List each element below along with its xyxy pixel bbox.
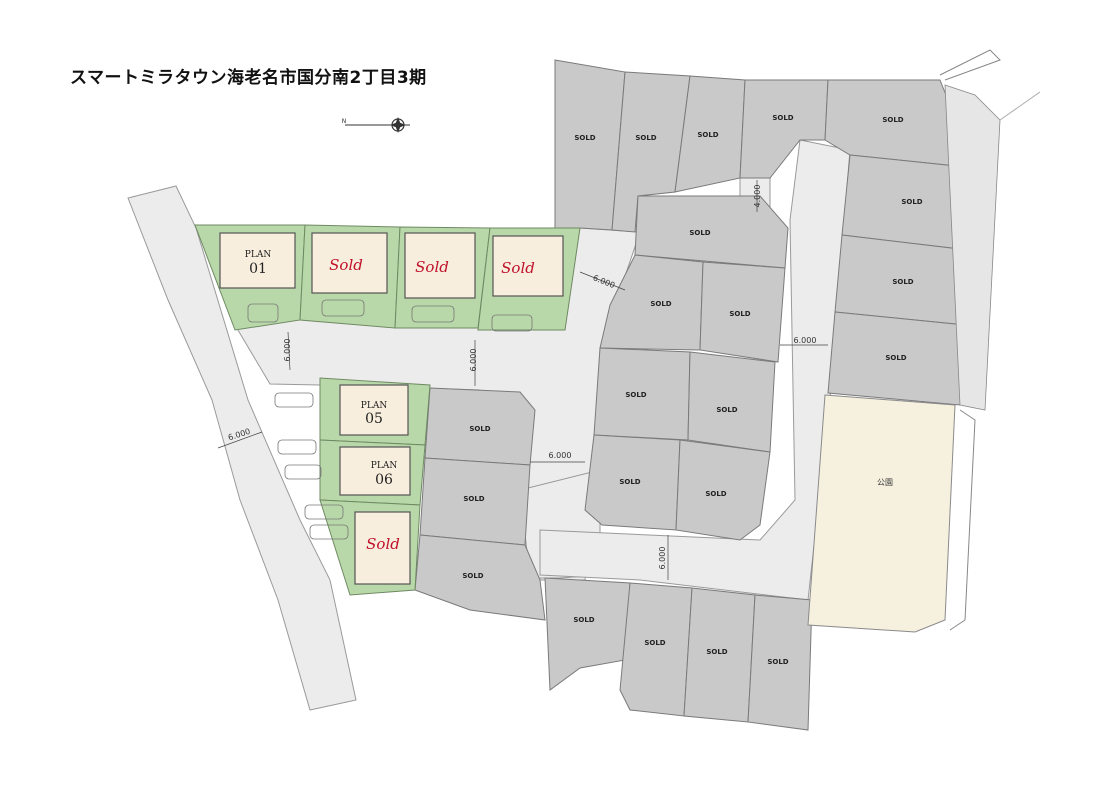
sold-label: SOLD bbox=[901, 198, 922, 206]
sold-label: SOLD bbox=[462, 572, 483, 580]
parking-space bbox=[321, 299, 365, 317]
lot bbox=[544, 577, 631, 691]
plan-number: 05 bbox=[365, 411, 383, 427]
sold-lots bbox=[414, 59, 976, 731]
lot bbox=[747, 594, 813, 731]
sold-label: SOLD bbox=[619, 478, 640, 486]
plan-label: PLAN bbox=[361, 401, 388, 411]
sold-label: SOLD bbox=[882, 116, 903, 124]
house-sold-a bbox=[311, 232, 388, 294]
north-label: N bbox=[342, 118, 347, 125]
parking-space bbox=[304, 504, 344, 520]
lot bbox=[675, 439, 771, 541]
parking-space bbox=[277, 439, 317, 455]
sold-label: SOLD bbox=[574, 134, 595, 142]
dimension-line bbox=[287, 331, 291, 371]
house-sold-b bbox=[404, 232, 476, 299]
boundary-line bbox=[939, 49, 1001, 81]
sold-label: SOLD bbox=[892, 278, 913, 286]
road-width-label: 6.000 bbox=[549, 451, 572, 460]
sold-label: SOLD bbox=[650, 300, 671, 308]
sold-label: SOLD bbox=[573, 616, 594, 624]
house-plan-06 bbox=[339, 446, 411, 496]
parking-space bbox=[274, 392, 314, 408]
house-plan-05 bbox=[339, 384, 409, 436]
sold-label: SOLD bbox=[689, 229, 710, 237]
park-label: 公園 bbox=[877, 478, 893, 487]
sold-red-label: Sold bbox=[415, 258, 449, 276]
sold-label: SOLD bbox=[463, 495, 484, 503]
plan-number: 06 bbox=[375, 472, 393, 488]
road-width-label: 6.000 bbox=[283, 339, 292, 362]
lot bbox=[554, 59, 626, 231]
lot bbox=[687, 351, 776, 453]
sold-label: SOLD bbox=[729, 310, 750, 318]
parking-space bbox=[411, 305, 455, 323]
embankment bbox=[944, 84, 1001, 411]
north-arrow: N bbox=[342, 117, 410, 133]
parking-space bbox=[309, 524, 349, 540]
sold-label: SOLD bbox=[625, 391, 646, 399]
sold-red-label: Sold bbox=[366, 535, 400, 553]
sold-label: SOLD bbox=[469, 425, 490, 433]
plan-label: PLAN bbox=[371, 461, 398, 471]
sold-label: SOLD bbox=[772, 114, 793, 122]
lot bbox=[634, 195, 789, 269]
plan-number: 01 bbox=[249, 261, 267, 277]
road-width-label: 6.000 bbox=[658, 547, 667, 570]
sold-label: SOLD bbox=[705, 490, 726, 498]
house-plan-01 bbox=[219, 232, 296, 289]
parking-space bbox=[247, 303, 279, 323]
boundary-line-lower bbox=[949, 409, 976, 631]
sold-red-label: Sold bbox=[501, 259, 535, 277]
sold-label: SOLD bbox=[767, 658, 788, 666]
park bbox=[807, 394, 956, 633]
parking-space bbox=[284, 464, 322, 480]
parking-space bbox=[491, 314, 533, 332]
dimension-line bbox=[579, 271, 626, 291]
page-title: スマートミラタウン海老名市国分南2丁目3期 bbox=[70, 68, 427, 88]
house-sold-c bbox=[492, 235, 564, 297]
house-sold-d bbox=[354, 511, 411, 585]
lot bbox=[424, 387, 536, 466]
road-edge bbox=[999, 91, 1041, 121]
sold-red-label: Sold bbox=[329, 256, 363, 274]
sold-label: SOLD bbox=[635, 134, 656, 142]
road-width-label: 6.000 bbox=[794, 336, 817, 345]
road-width-label: 6.000 bbox=[469, 349, 478, 372]
lot bbox=[599, 254, 704, 351]
dimension-line bbox=[217, 431, 263, 449]
lot bbox=[584, 434, 681, 531]
road-width-label: 4.000 bbox=[753, 185, 762, 208]
sold-label: SOLD bbox=[697, 131, 718, 139]
plan-label: PLAN bbox=[245, 250, 272, 260]
sold-label: SOLD bbox=[644, 639, 665, 647]
sold-labels: SOLD SOLD SOLD SOLD SOLD SOLD SOLD SOLD … bbox=[462, 114, 922, 666]
lot bbox=[619, 582, 693, 717]
sold-label: SOLD bbox=[706, 648, 727, 656]
lot bbox=[699, 261, 786, 363]
sold-label: SOLD bbox=[716, 406, 737, 414]
sold-label: SOLD bbox=[885, 354, 906, 362]
